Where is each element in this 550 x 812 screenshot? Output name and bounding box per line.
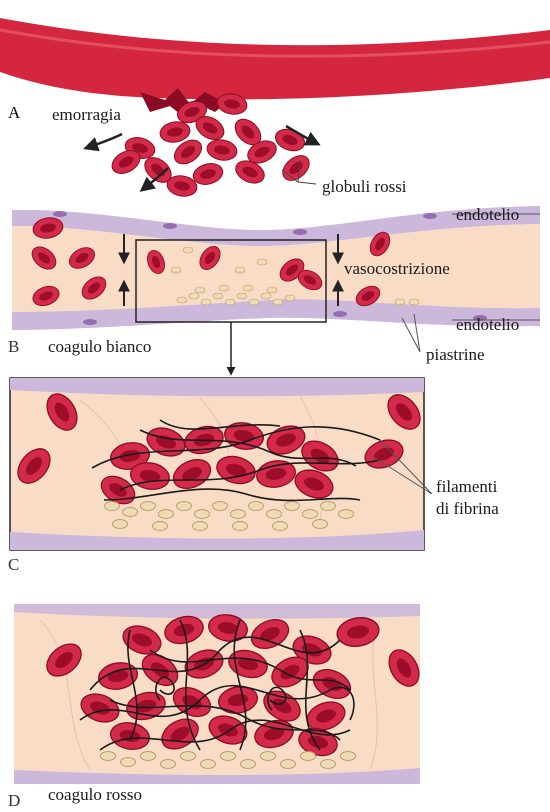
panel-a-letter: A [8,103,21,122]
label-platelets: piastrine [426,345,485,364]
arrow-left [86,134,122,148]
panel-d: D coagulo rosso [8,604,425,810]
label-red-clot: coagulo rosso [48,785,142,804]
label-endothelium-bottom: endotelio [456,315,519,334]
panel-d-letter: D [8,791,20,810]
label-endothelium-top: endotelio [456,205,519,224]
label-rbc: globuli rossi [322,177,407,196]
blood-vessel [0,18,550,99]
label-vasoconstriction: vasocostrizione [344,259,450,278]
panel-b-letter: B [8,337,19,356]
label-hemorrhage: emorragia [52,105,121,124]
panel-a: A emorragia globuli rossi [0,18,550,198]
label-fibrin-2: di fibrina [436,499,499,518]
panel-c-letter: C [8,555,19,574]
label-white-clot: coagulo bianco [48,337,151,356]
panel-b: B coagulo bianco endotelio vasocostrizio… [8,205,540,374]
label-fibrin-1: filamenti [436,477,498,496]
panel-c: C filamenti di fibrina [8,378,499,574]
